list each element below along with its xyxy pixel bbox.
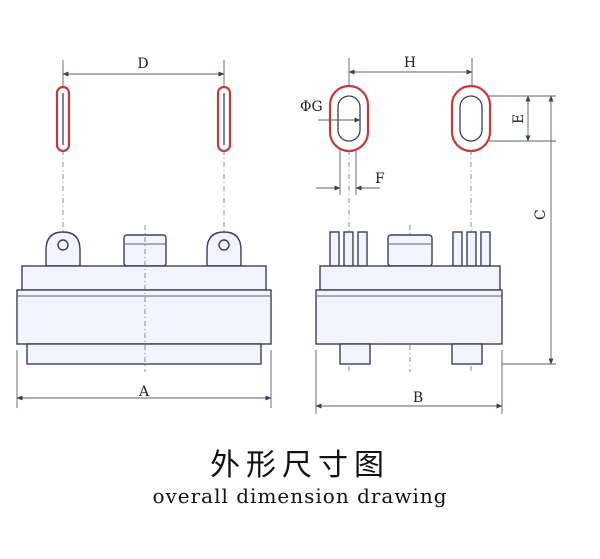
side-view: H ΦG E C F: [300, 55, 556, 414]
dimension-drawing: D A H: [16, 55, 556, 414]
side-top-cover: [319, 265, 501, 291]
front-bottom-plate: [26, 343, 262, 365]
side-lug-plate: [329, 231, 340, 267]
caption-english: overall dimension drawing: [152, 484, 448, 508]
label-a: A: [138, 384, 150, 400]
side-foot-right: [451, 343, 483, 365]
side-foot-left: [339, 343, 371, 365]
label-f: F: [375, 171, 385, 187]
side-junction-box: [387, 234, 433, 267]
label-e: E: [511, 114, 527, 124]
front-view: D A: [16, 56, 272, 408]
front-top-cover: [21, 265, 267, 291]
label-c: C: [533, 209, 549, 220]
side-main-body: [315, 289, 503, 345]
label-h: H: [404, 55, 416, 71]
label-b: B: [413, 390, 423, 406]
label-phig: ΦG: [300, 99, 323, 115]
left-lifting-lug: [45, 231, 81, 267]
caption-chinese: 外形尺寸图: [210, 448, 390, 483]
label-d: D: [137, 56, 148, 72]
right-lifting-lug: [206, 231, 242, 267]
front-main-body: [16, 289, 272, 345]
